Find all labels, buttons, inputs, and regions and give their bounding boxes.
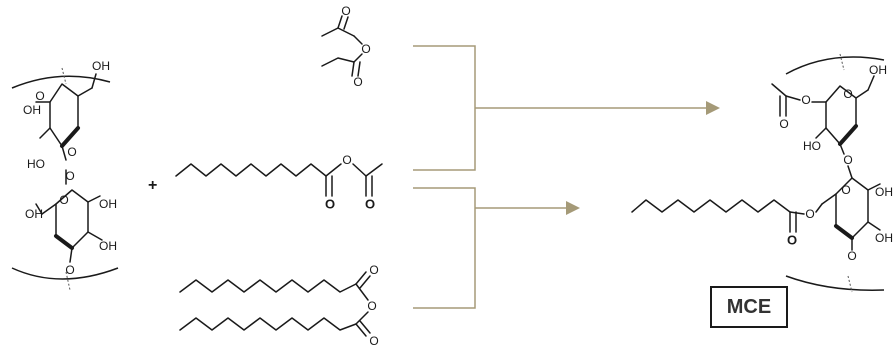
atom-oh: OH (23, 103, 41, 117)
atom-o: O (59, 193, 68, 207)
atom-o: O (65, 169, 74, 183)
atom-oh: OH (869, 63, 887, 77)
chain-continuation-bottom (847, 275, 853, 293)
chain-continuation-bottom (65, 271, 71, 291)
atom-oh: OH (25, 207, 43, 221)
atom-o: O (841, 183, 850, 197)
atom-o: O (847, 249, 856, 263)
chain-continuation-top (61, 67, 67, 85)
atom-ho: HO (803, 139, 821, 153)
polymer-bracket-top (785, 56, 885, 75)
atom-o: O (369, 334, 378, 347)
polymer-bracket-bottom (11, 267, 119, 280)
route-bracket-lower (413, 187, 476, 309)
glucose-ring-lower (815, 165, 881, 251)
atom-o: O (65, 263, 74, 277)
atom-oh: OH (875, 185, 893, 199)
glucose-ring-lower (35, 189, 103, 263)
atom-o: O (341, 4, 350, 18)
acetic-anhydride (321, 15, 363, 77)
product-label-box: MCE (710, 286, 788, 328)
atom-o: O (367, 299, 376, 313)
nonanoic-anhydride (179, 271, 371, 337)
mixed-anhydride (175, 163, 383, 197)
atom-o: O (843, 87, 852, 101)
mce-product: O O OH O HO O O OH OH O O O (631, 53, 893, 293)
cellulose-reactant: O OH OH O HO O O OH OH OH O (11, 59, 119, 291)
atom-o: O (365, 197, 375, 212)
atom-o: O (353, 75, 362, 89)
atom-o: O (805, 207, 814, 221)
atom-o: O (35, 89, 44, 103)
atom-ho: HO (27, 157, 45, 171)
atom-oh: OH (99, 197, 117, 211)
atom-o: O (67, 145, 76, 159)
atom-o: O (787, 233, 797, 248)
atom-oh: OH (875, 231, 893, 245)
chain-continuation-top (839, 53, 845, 71)
polymer-bracket-bottom (785, 275, 885, 291)
atom-o: O (342, 153, 351, 167)
plus-sign: + (148, 177, 157, 194)
atom-o: O (843, 153, 852, 167)
atom-oh: OH (99, 239, 117, 253)
atom-o: O (325, 197, 335, 212)
atom-o: O (361, 42, 370, 56)
reaction-routes (413, 45, 720, 309)
polymer-bracket-top (11, 75, 111, 89)
route-bracket-upper (413, 45, 476, 171)
glucose-ring-upper (771, 75, 875, 155)
atom-o: O (779, 117, 788, 131)
atom-o: O (369, 263, 378, 277)
atom-o: O (801, 93, 810, 107)
atom-oh: OH (92, 59, 110, 73)
glucose-ring-upper (35, 73, 97, 161)
arrowhead-upper (706, 101, 720, 115)
arrowhead-lower (566, 201, 580, 215)
nonanoyl-chain (631, 199, 805, 233)
